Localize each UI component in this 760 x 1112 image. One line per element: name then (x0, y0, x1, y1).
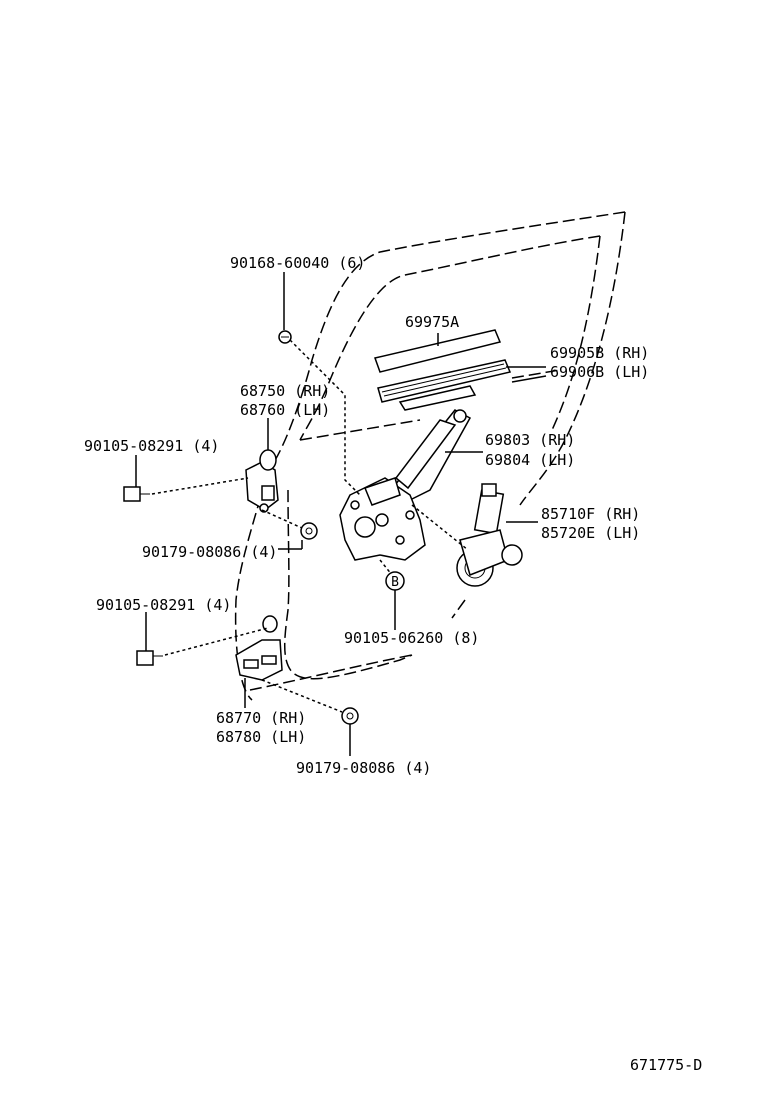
regulator-motor (456, 483, 523, 587)
label-hinge-lower-lh: 68780 (LH) (216, 728, 306, 746)
fastener-bolt-lower (136, 650, 163, 666)
label-regulator-rh: 69803 (RH) (485, 431, 575, 449)
fastener-paths (151, 339, 469, 713)
label-bolt-regulator: 90105-06260 (8) (344, 629, 479, 647)
label-run-lh: 69906B (LH) (550, 363, 649, 381)
label-nut-lower: 90179-08086 (4) (296, 759, 431, 777)
label-bolt-lower: 90105-08291 (4) (96, 596, 231, 614)
label-hinge-lower-rh: 68770 (RH) (216, 709, 306, 727)
label-screw-top: 90168-60040 (6) (230, 254, 365, 272)
label-nut-upper: 90179-08086 (4) (142, 543, 277, 561)
callout-b-label: B (391, 575, 399, 590)
glass-run-channel (374, 329, 512, 411)
lower-hinge (235, 615, 283, 681)
figure-code: 671775-D (630, 1056, 702, 1074)
fastener-nut-upper (300, 522, 318, 540)
label-regulator-lh: 69804 (LH) (485, 451, 575, 469)
fastener-screw-top (278, 330, 292, 344)
label-channel: 69975A (405, 313, 459, 331)
label-motor-lh: 85720E (LH) (541, 524, 640, 542)
door-outline (234, 211, 626, 701)
label-hinge-upper-rh: 68750 (RH) (240, 382, 330, 400)
label-hinge-upper-lh: 68760 (LH) (240, 401, 330, 419)
label-motor-rh: 85710F (RH) (541, 505, 640, 523)
label-run-rh: 69905B (RH) (550, 344, 649, 362)
fastener-nut-lower (341, 707, 359, 725)
leader-lines (135, 272, 547, 756)
window-regulator (339, 409, 472, 561)
label-bolt-upper: 90105-08291 (4) (84, 437, 219, 455)
fastener-bolt-upper (123, 486, 150, 502)
callout-b: B (385, 571, 405, 591)
upper-hinge (245, 449, 279, 513)
